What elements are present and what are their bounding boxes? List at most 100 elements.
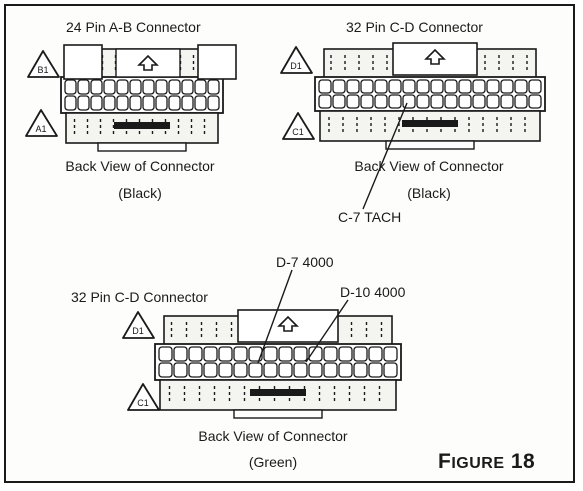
- pin-cavity: [158, 362, 173, 378]
- pin-cavity: [158, 346, 173, 362]
- pin-cavity: [528, 94, 542, 109]
- pin-tag-top-triangle: [122, 311, 155, 339]
- pin-cavity: [472, 94, 486, 109]
- pin-cavity: [155, 79, 168, 95]
- pin-cavity: [416, 94, 430, 109]
- pin-cavity: [308, 362, 323, 378]
- pin-cavity: [173, 346, 188, 362]
- pin-cavity: [188, 346, 203, 362]
- connector-latch-left: [63, 44, 103, 80]
- callout-d10: D-10 4000: [340, 284, 406, 300]
- leader-d10: [305, 299, 349, 363]
- connector-ab-view-label: Back View of Connector: [65, 158, 215, 174]
- pin-cavity: [323, 362, 338, 378]
- pin-cavity: [218, 346, 233, 362]
- figure-word-text: FIGURE: [438, 450, 505, 473]
- pin-cavity: [155, 95, 168, 111]
- pin-cavity: [293, 346, 308, 362]
- pin-cavity: [458, 79, 472, 94]
- pin-cavity: [194, 79, 207, 95]
- pin-cavity: [528, 79, 542, 94]
- leader-c7-tach: [362, 102, 408, 210]
- leader-lines: [257, 102, 408, 364]
- connector-cd-black-view-label: Back View of Connector: [354, 158, 504, 174]
- pin-cavity: [203, 346, 218, 362]
- latch-arrow-icon: [424, 48, 446, 65]
- pin-cavity: [374, 94, 388, 109]
- pin-cavity: [430, 94, 444, 109]
- pin-cavity: [77, 95, 90, 111]
- pin-tag-bottom-label: C1: [137, 398, 149, 408]
- pin-cavity: [168, 95, 181, 111]
- pin-cavity: [486, 79, 500, 94]
- pin-cavity: [203, 362, 218, 378]
- connector-key-bar: [250, 389, 306, 396]
- pin-cavity: [278, 346, 293, 362]
- pin-cavity: [103, 95, 116, 111]
- latch-arrow-icon: [277, 315, 299, 332]
- pin-cavity: [103, 79, 116, 95]
- pin-cavity: [64, 79, 77, 95]
- pin-cavity: [142, 79, 155, 95]
- pin-tag-top-label: D1: [290, 61, 302, 71]
- connector-cd-green-color-label: (Green): [248, 454, 298, 470]
- pin-cavity: [383, 346, 398, 362]
- connector-cd-green-title: 32 Pin C-D Connector: [71, 289, 208, 305]
- pin-cavity: [346, 94, 360, 109]
- connector-foot: [233, 409, 323, 419]
- figure-caption: FIGURE 18: [438, 450, 535, 474]
- pin-cavity: [332, 79, 346, 94]
- pin-cavity: [233, 346, 248, 362]
- pin-cavity: [181, 79, 194, 95]
- pin-cavity: [129, 95, 142, 111]
- pin-cavity: [388, 79, 402, 94]
- pin-cavity: [472, 79, 486, 94]
- pin-cavity: [338, 362, 353, 378]
- pin-tag-bottom-triangle: [282, 112, 315, 140]
- pin-cavity: [64, 95, 77, 111]
- pin-cavity: [188, 362, 203, 378]
- pin-cavity: [77, 79, 90, 95]
- pin-cavity: [173, 362, 188, 378]
- pin-cavity: [116, 95, 129, 111]
- pin-cavity: [402, 94, 416, 109]
- pin-cavity: [353, 346, 368, 362]
- pin-cavity: [338, 346, 353, 362]
- pin-cavity: [514, 94, 528, 109]
- connector-cd-green-view-label: Back View of Connector: [198, 428, 348, 444]
- pin-cavity: [323, 346, 338, 362]
- connector-foot: [97, 142, 187, 152]
- connector-ab-title: 24 Pin A-B Connector: [66, 19, 201, 35]
- pin-cavity: [248, 362, 263, 378]
- pin-tag-top-label: D1: [132, 326, 144, 336]
- pin-cavity: [116, 79, 129, 95]
- pin-cavity: [318, 94, 332, 109]
- pin-tag-bottom-label: C1: [292, 127, 304, 137]
- pin-cavity: [374, 79, 388, 94]
- pin-cavity: [514, 79, 528, 94]
- pin-cavity: [416, 79, 430, 94]
- pin-cavity: [388, 94, 402, 109]
- pin-cavity: [293, 362, 308, 378]
- connector-cd-black-title: 32 Pin C-D Connector: [346, 19, 483, 35]
- pin-cavity: [458, 94, 472, 109]
- connector-key-bar: [114, 122, 170, 129]
- pin-tag-top-label: B1: [37, 65, 48, 75]
- figure-number: 18: [510, 450, 536, 473]
- pin-cavity: [233, 362, 248, 378]
- pin-cavity: [486, 94, 500, 109]
- pin-cavity: [368, 346, 383, 362]
- figure-word: FIGURE: [438, 450, 505, 473]
- pin-cavity: [142, 95, 155, 111]
- connector-foot: [385, 140, 475, 150]
- pin-cavity: [353, 362, 368, 378]
- latch-arrow-icon: [137, 54, 159, 71]
- pin-cavity: [207, 79, 220, 95]
- pin-cavity: [500, 94, 514, 109]
- pin-cavity: [430, 79, 444, 94]
- leader-d7: [257, 269, 293, 364]
